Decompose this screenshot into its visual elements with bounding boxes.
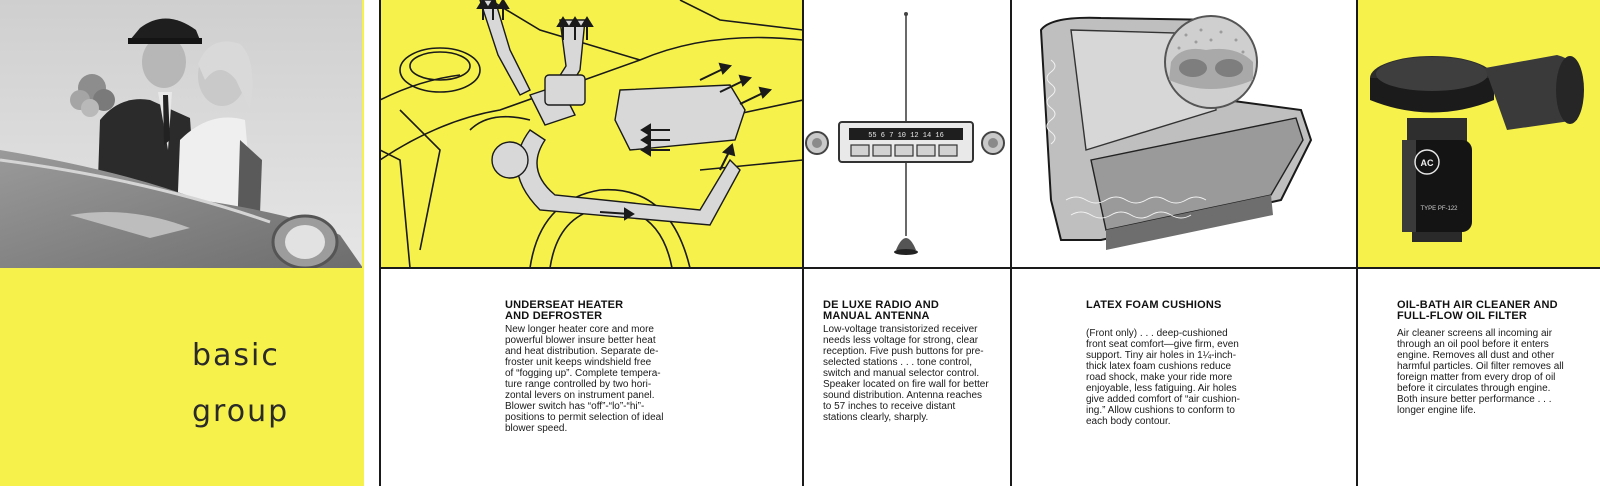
radio-dial-text: 55 6 7 10 12 14 16 bbox=[868, 132, 944, 140]
filter-brand-text: AC bbox=[1421, 158, 1434, 168]
title-line-2: group bbox=[192, 394, 290, 429]
filter-type-text: TYPE PF-122 bbox=[1420, 206, 1458, 212]
heater-illustration bbox=[380, 0, 803, 268]
seat-panel: LATEX FOAM CUSHIONS (Front only) . . . d… bbox=[1011, 0, 1356, 486]
cover-panel: basic group bbox=[0, 0, 363, 486]
heater-panel: UNDERSEAT HEATER AND DEFROSTER New longe… bbox=[380, 0, 803, 486]
title-line-1: basic bbox=[192, 338, 280, 373]
section-heading: OIL-BATH AIR CLEANER AND FULL-FLOW OIL F… bbox=[1397, 299, 1558, 322]
air-cleaner-oil-filter-illustration: AC TYPE PF-122 bbox=[1357, 0, 1600, 268]
radio-panel: 55 6 7 10 12 14 16 DE LUXE RADIO AND MAN… bbox=[803, 0, 1009, 486]
oil-filter-panel: AC TYPE PF-122 OIL-BATH AIR CLEANER AND … bbox=[1357, 0, 1600, 486]
section-heading: LATEX FOAM CUSHIONS bbox=[1086, 299, 1222, 311]
couple-car-photo bbox=[0, 0, 363, 268]
latex-seat-illustration bbox=[1011, 0, 1356, 268]
section-heading: UNDERSEAT HEATER AND DEFROSTER bbox=[505, 299, 624, 322]
radio-antenna-illustration: 55 6 7 10 12 14 16 bbox=[803, 0, 1009, 268]
page-title: basic group bbox=[192, 328, 289, 440]
section-heading: DE LUXE RADIO AND MANUAL ANTENNA bbox=[823, 299, 940, 322]
